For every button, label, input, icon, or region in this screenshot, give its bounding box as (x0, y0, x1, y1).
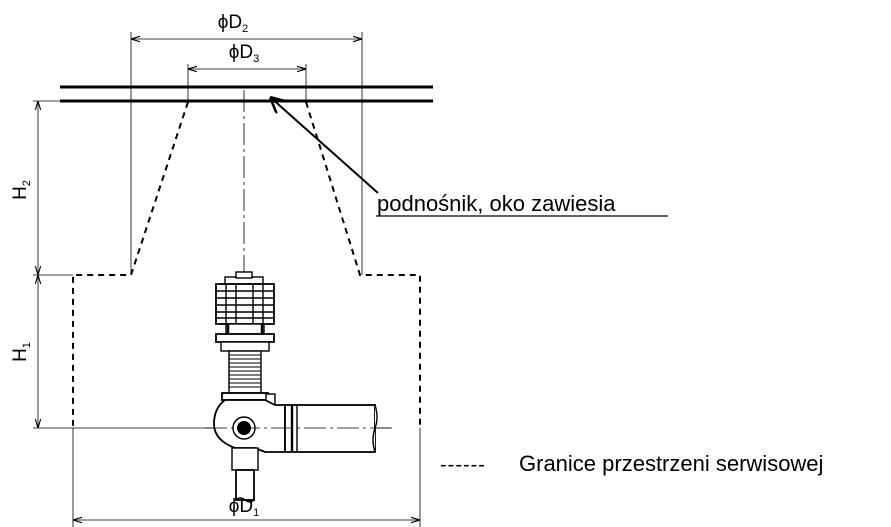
dim-label-d2: ϕD2 (218, 12, 249, 35)
pump-assembly (213, 271, 378, 503)
callout-leader (270, 97, 379, 194)
legend-dash-sample: ------ (440, 454, 486, 476)
dim-label-h2: H2 (10, 180, 33, 200)
callout-label: podnośnik, oko zawiesia (377, 191, 616, 216)
dim-label-h1: H1 (10, 342, 33, 362)
dimension-lines (38, 39, 420, 520)
service-space-boundary (72, 101, 421, 428)
lifting-beam (60, 85, 433, 103)
dim-label-d3: ϕD3 (229, 42, 260, 65)
legend: ------ Granice przestrzeni serwisowej (440, 451, 823, 476)
legend-label: Granice przestrzeni serwisowej (519, 451, 823, 476)
dim-label-d1: ϕD1 (229, 496, 260, 519)
